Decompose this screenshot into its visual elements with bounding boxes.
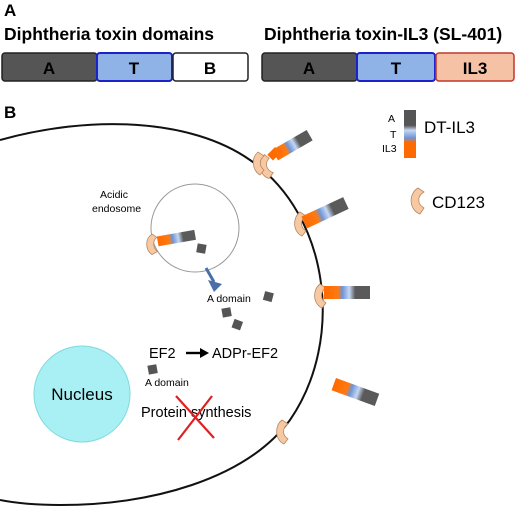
cell-membrane bbox=[0, 123, 324, 507]
dt-domains-title: Diphtheria toxin domains bbox=[4, 24, 214, 44]
legend-receptor-label: CD123 bbox=[432, 193, 485, 212]
a-domain-label-2: A domain bbox=[145, 377, 189, 389]
ef2-arrowhead bbox=[200, 348, 209, 358]
membrane-complex-2 bbox=[294, 197, 349, 237]
panel-a-letter: A bbox=[4, 1, 16, 20]
domain-t-label: T bbox=[129, 59, 140, 78]
nucleus-label: Nucleus bbox=[51, 385, 112, 404]
release-arrow bbox=[204, 267, 216, 283]
protein-synthesis-label: Protein synthesis bbox=[141, 405, 251, 421]
membrane-complex-top bbox=[252, 130, 313, 179]
dt-il3-bar: A T IL3 bbox=[261, 52, 515, 82]
endosome-dt-il3-complex bbox=[146, 229, 207, 256]
domain-t-segment bbox=[96, 52, 173, 82]
endosome-label-line1: Acidic bbox=[100, 189, 128, 201]
free-dt-il3 bbox=[331, 378, 380, 406]
membrane-construct bbox=[324, 286, 370, 299]
membrane-complex-3 bbox=[314, 283, 370, 309]
legend-letter-il3: IL3 bbox=[382, 143, 397, 155]
il3-construct-t-segment bbox=[356, 52, 436, 82]
endosome-construct bbox=[156, 229, 196, 247]
legend-receptor-icon bbox=[410, 187, 425, 215]
il3-construct-t-label: T bbox=[391, 59, 402, 78]
cd123-receptor bbox=[252, 151, 265, 176]
panel-a: A Diphtheria toxin domains Diphtheria to… bbox=[1, 1, 515, 82]
nucleus bbox=[33, 345, 131, 443]
domain-b-segment bbox=[172, 52, 249, 82]
domain-a-label: A bbox=[43, 59, 55, 78]
acidic-endosome bbox=[150, 183, 240, 273]
membrane-construct bbox=[272, 130, 313, 161]
membrane-construct bbox=[301, 197, 349, 229]
panel-b: B Nucleus Acidic endosome A domain EF2 bbox=[0, 103, 485, 507]
il3-construct-il3-label: IL3 bbox=[463, 59, 488, 78]
adpr-ef2-label: ADPr-EF2 bbox=[212, 346, 278, 362]
il3-construct-il3-segment bbox=[435, 52, 515, 82]
cd123-receptor bbox=[314, 283, 327, 309]
legend: A T IL3 DT-IL3 CD123 bbox=[382, 110, 485, 215]
a-domain-fragment bbox=[147, 364, 158, 375]
a-domain-fragment bbox=[221, 307, 232, 318]
inhibition-cross bbox=[175, 395, 215, 441]
release-arrowhead bbox=[208, 280, 222, 292]
legend-letter-a: A bbox=[388, 113, 395, 125]
cd123-receptor bbox=[276, 419, 289, 445]
dt-il3-title: Diphtheria toxin-IL3 (SL-401) bbox=[264, 24, 502, 44]
endosome-label-line2: endosome bbox=[92, 203, 141, 215]
legend-letter-t: T bbox=[390, 129, 397, 141]
ef2-label: EF2 bbox=[149, 346, 176, 362]
unbound-construct bbox=[331, 378, 380, 406]
a-domain-label-1: A domain bbox=[207, 293, 251, 305]
il3-construct-a-label: A bbox=[303, 59, 315, 78]
legend-construct-label: DT-IL3 bbox=[424, 118, 475, 137]
domain-b-label: B bbox=[204, 59, 216, 78]
membrane-receptor-bottom bbox=[276, 419, 289, 445]
a-domain-fragment bbox=[231, 318, 244, 331]
dt-domains-bar: A T B bbox=[1, 52, 249, 82]
panel-b-letter: B bbox=[4, 103, 16, 122]
endosome-a-domain-fragment bbox=[196, 243, 207, 254]
a-domain-fragment bbox=[262, 291, 274, 303]
legend-construct-swatch bbox=[404, 110, 416, 158]
